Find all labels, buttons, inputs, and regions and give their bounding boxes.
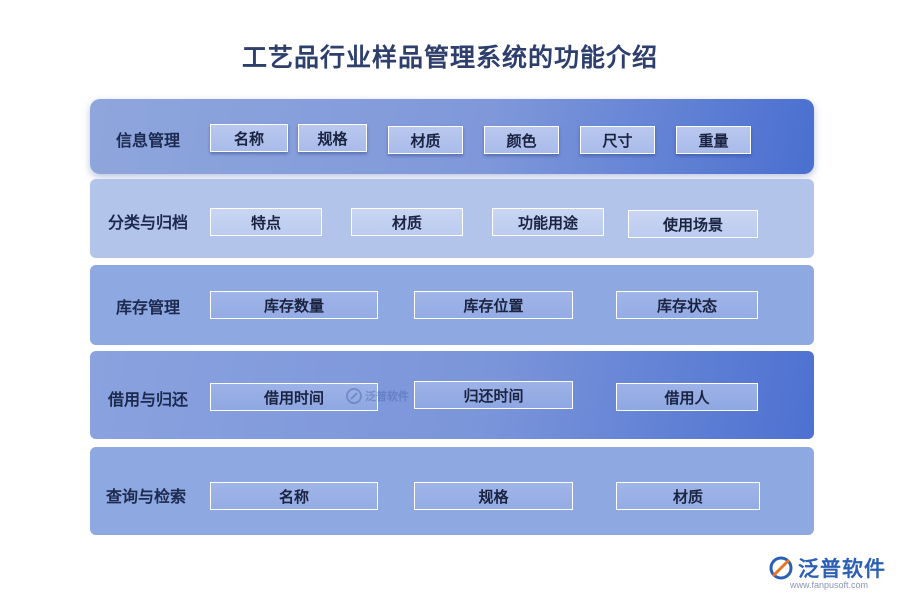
item-box: 材质 (388, 126, 463, 154)
item-box: 归还时间 (414, 381, 573, 409)
item-box: 名称 (210, 124, 288, 152)
row-classification-archive: 分类与归档 特点 材质 功能用途 使用场景 (90, 179, 814, 258)
row-query-search: 查询与检索 名称 规格 材质 (90, 447, 814, 535)
row-borrow-return: 借用与归还 借用时间 归还时间 借用人 (90, 351, 814, 439)
category-label: 分类与归档 (108, 213, 189, 232)
item-box: 规格 (298, 124, 367, 152)
item-box: 库存位置 (414, 291, 573, 319)
brand-logo-icon (346, 388, 362, 404)
category-label: 信息管理 (116, 131, 181, 150)
item-box: 借用人 (616, 383, 758, 411)
item-box: 规格 (414, 482, 573, 510)
item-box: 重量 (676, 126, 751, 154)
category-label: 查询与检索 (106, 487, 187, 506)
row-inventory-management: 库存管理 库存数量 库存位置 库存状态 (90, 265, 814, 345)
item-box: 颜色 (484, 126, 559, 154)
item-box: 尺寸 (580, 126, 655, 154)
watermark: 泛普软件 (346, 388, 409, 404)
brand-logo-icon (769, 556, 793, 580)
item-box: 功能用途 (492, 208, 604, 236)
item-box: 特点 (210, 208, 322, 236)
item-box: 材质 (616, 482, 760, 510)
item-box: 名称 (210, 482, 378, 510)
item-box: 使用场景 (628, 210, 758, 238)
brand-name: 泛普软件 (798, 557, 886, 581)
row-info-management: 信息管理 名称 规格 材质 颜色 尺寸 重量 (90, 99, 814, 174)
item-box: 库存数量 (210, 291, 378, 319)
watermark-text: 泛普软件 (365, 390, 409, 403)
brand-logo: 泛普软件 (768, 553, 886, 583)
item-box: 库存状态 (616, 291, 758, 319)
item-box: 借用时间 (210, 383, 378, 411)
diagram-title: 工艺品行业样品管理系统的功能介绍 (241, 43, 658, 72)
category-label: 借用与归还 (108, 390, 189, 409)
category-label: 库存管理 (116, 298, 181, 317)
item-box: 材质 (351, 208, 463, 236)
brand-url: www.fanpusoft.com (790, 580, 869, 590)
